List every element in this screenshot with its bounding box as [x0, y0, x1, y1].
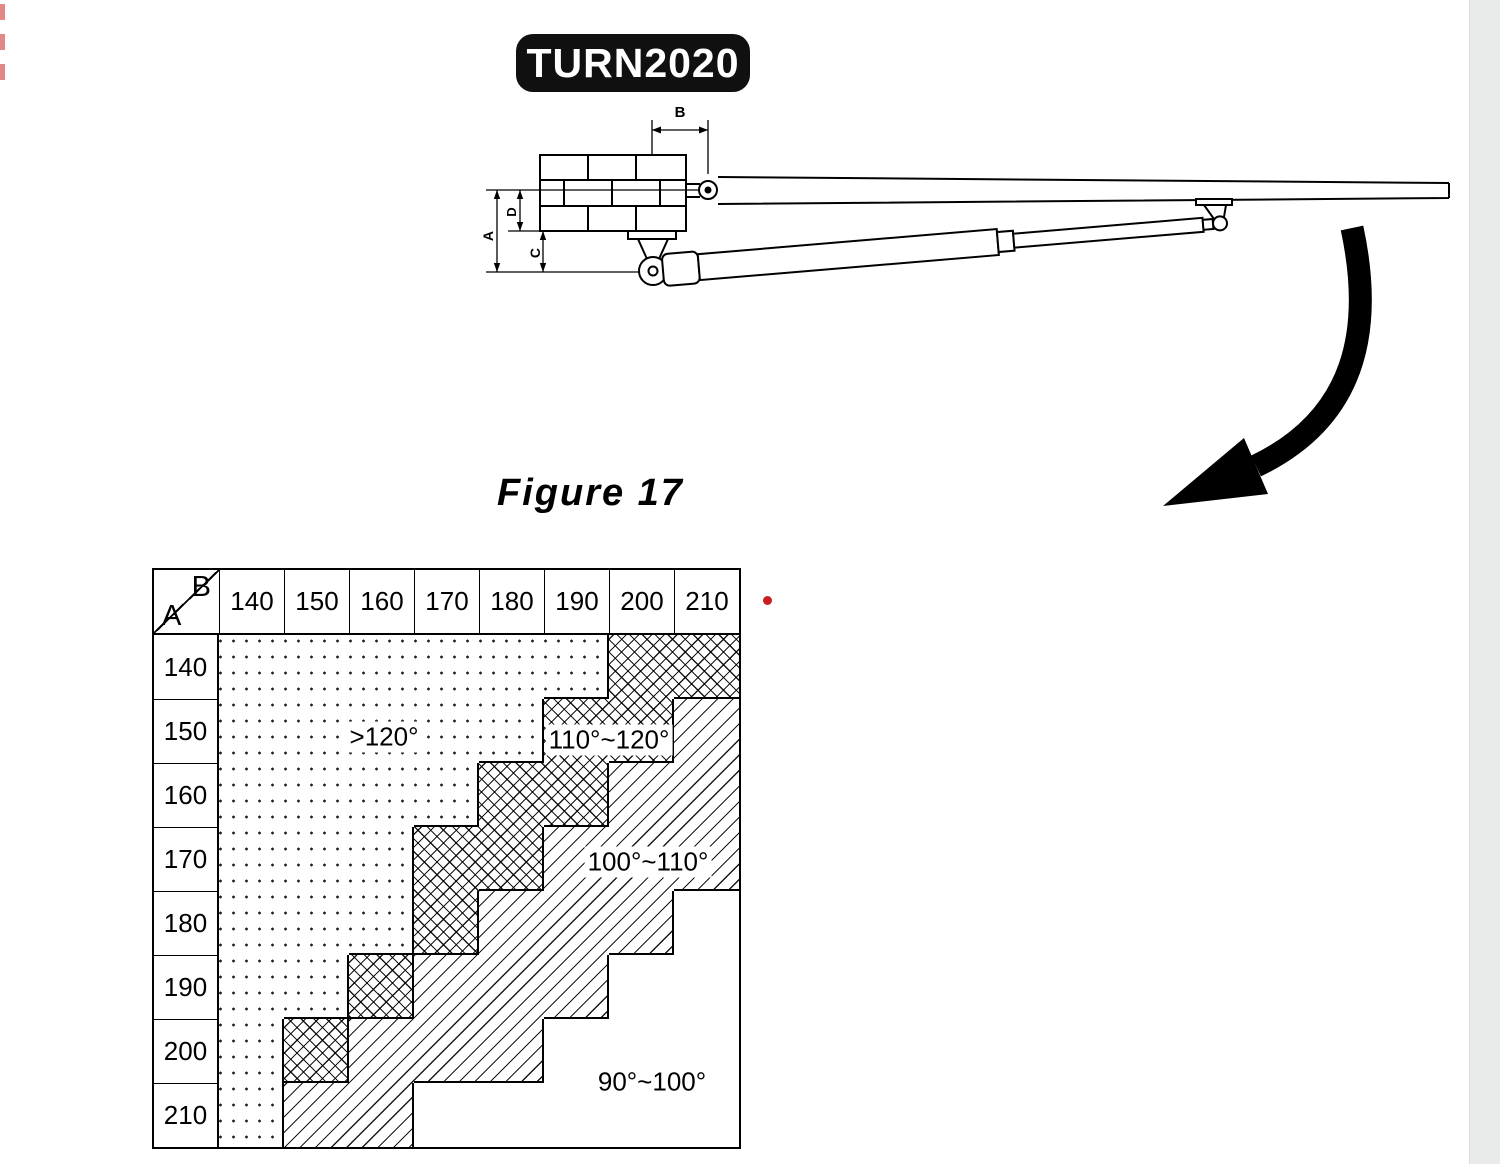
angle-cell-dotted: [219, 1083, 284, 1147]
dim-d-label: D: [504, 207, 519, 216]
row-header: 210: [154, 1083, 219, 1147]
product-badge-label: TURN2020: [526, 39, 740, 86]
gate-bar: [717, 176, 1450, 205]
row-header: 150: [154, 699, 219, 763]
hinge-link: [686, 183, 700, 198]
dimension-arrowheads: [493, 126, 708, 272]
angle-cell-diagonal: [674, 763, 739, 827]
angle-cell-diagonal: [349, 1019, 414, 1083]
angle-cell-dotted: [219, 955, 284, 1019]
angle-cell-dotted: [544, 635, 609, 699]
angle-cell-diagonal: [479, 955, 544, 1019]
col-header: 150: [284, 570, 349, 635]
dim-c-label: C: [527, 248, 543, 258]
angle-cell-plain: [674, 891, 739, 955]
row-header: 190: [154, 955, 219, 1019]
dim-a-label: A: [480, 231, 496, 241]
angle-cell-dotted: [414, 699, 479, 763]
angle-cell-plain: [609, 955, 674, 1019]
angle-cell-dotted: [414, 635, 479, 699]
angle-cell-crosshatch: [479, 763, 544, 827]
angle-cell-dotted: [219, 891, 284, 955]
angle-cell-diagonal: [674, 699, 739, 763]
angle-cell-diagonal: [349, 1083, 414, 1147]
page-edge-strip: [1469, 0, 1500, 1164]
angle-cell-dotted: [349, 635, 414, 699]
angle-cell-dotted: [219, 763, 284, 827]
angle-cell-dotted: [219, 699, 284, 763]
angle-cell-diagonal: [609, 891, 674, 955]
swing-direction-arrow: [1163, 225, 1372, 506]
angle-cell-diagonal: [284, 1083, 349, 1147]
red-dot-marker: [763, 596, 772, 605]
angle-cell-plain: [414, 1083, 479, 1147]
actuator-body: [661, 215, 1229, 287]
angle-cell-crosshatch: [479, 827, 544, 891]
dim-b-label: B: [675, 104, 686, 121]
hinge-pin: [698, 180, 718, 200]
angle-cell-diagonal: [609, 763, 674, 827]
angle-cell-diagonal: [479, 1019, 544, 1083]
angle-cell-dotted: [284, 635, 349, 699]
angle-cell-dotted: [479, 699, 544, 763]
row-header: 160: [154, 763, 219, 827]
angle-cell-dotted: [284, 699, 349, 763]
col-header: 190: [544, 570, 609, 635]
angle-cell-crosshatch: [414, 891, 479, 955]
rear-pivot: [638, 256, 668, 286]
angle-cell-dotted: [284, 763, 349, 827]
angle-cell-dotted: [414, 763, 479, 827]
product-badge: TURN2020: [516, 34, 750, 92]
angle-cell-dotted: [284, 955, 349, 1019]
region-label-90-100: 90°~100°: [594, 1066, 710, 1098]
region-label-gt120: >120°: [346, 721, 422, 753]
left-edge-artifact: [0, 4, 5, 84]
col-header: 200: [609, 570, 674, 635]
angle-cell-dotted: [284, 827, 349, 891]
row-header: 140: [154, 635, 219, 699]
angle-cell-dotted: [349, 891, 414, 955]
col-header: 170: [414, 570, 479, 635]
angle-cell-plain: [479, 1083, 544, 1147]
col-header: 210: [674, 570, 739, 635]
figure-caption: Figure 17: [497, 472, 684, 514]
post-block: [539, 154, 687, 232]
angle-cell-dotted: [219, 635, 284, 699]
angle-cell-diagonal: [414, 1019, 479, 1083]
col-header: 160: [349, 570, 414, 635]
angle-cell-crosshatch: [674, 635, 739, 699]
corner-row-axis-label: A: [162, 600, 182, 632]
corner-col-axis-label: B: [191, 571, 211, 603]
row-header: 170: [154, 827, 219, 891]
angle-cell-dotted: [479, 635, 544, 699]
angle-cell-dotted: [219, 827, 284, 891]
region-label-100-110: 100°~110°: [584, 846, 712, 878]
angle-cell-dotted: [219, 1019, 284, 1083]
angle-cell-diagonal: [414, 955, 479, 1019]
angle-cell-dotted: [284, 891, 349, 955]
row-header: 180: [154, 891, 219, 955]
angle-cell-diagonal: [479, 891, 544, 955]
gate-bracket-plate: [1195, 198, 1233, 206]
angle-cell-crosshatch: [284, 1019, 349, 1083]
angle-cell-diagonal: [544, 891, 609, 955]
col-header: 140: [219, 570, 284, 635]
angle-cell-plain: [674, 955, 739, 1019]
angle-cell-crosshatch: [414, 827, 479, 891]
angle-cell-crosshatch: [544, 763, 609, 827]
angle-cell-crosshatch: [349, 955, 414, 1019]
angle-cell-diagonal: [544, 955, 609, 1019]
rear-bracket-plate: [627, 230, 677, 240]
angle-cell-dotted: [349, 827, 414, 891]
angle-cell-dotted: [349, 763, 414, 827]
region-label-110-120: 110°~120°: [545, 724, 673, 756]
row-header: 200: [154, 1019, 219, 1083]
angle-cell-crosshatch: [609, 635, 674, 699]
col-header: 180: [479, 570, 544, 635]
